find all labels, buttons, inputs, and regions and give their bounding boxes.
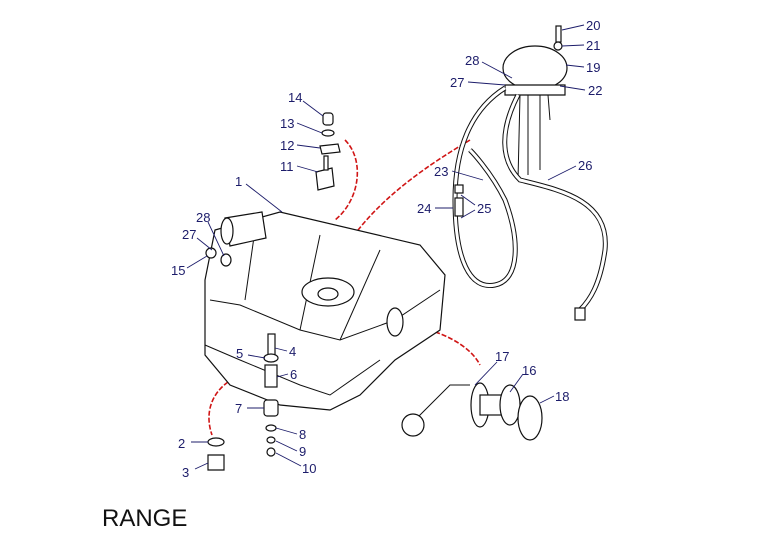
callout-22: 22 xyxy=(588,83,602,98)
callout-14: 14 xyxy=(288,90,302,105)
diagram-caption: RANGE xyxy=(102,505,188,532)
callout-15: 15 xyxy=(171,263,185,278)
callout-27-pump: 27 xyxy=(450,75,464,90)
callout-8: 8 xyxy=(299,427,306,442)
callout-7: 7 xyxy=(235,401,242,416)
callout-2: 2 xyxy=(178,436,185,451)
callout-28-pump: 28 xyxy=(465,53,479,68)
callout-20: 20 xyxy=(586,18,600,33)
fuel-tank xyxy=(204,211,446,411)
level-sender xyxy=(401,382,543,441)
callout-16: 16 xyxy=(522,363,536,378)
pump-assembly xyxy=(452,25,608,321)
callout-24: 24 xyxy=(417,201,431,216)
callout-3: 3 xyxy=(182,465,189,480)
callout-6: 6 xyxy=(290,367,297,382)
callout-10: 10 xyxy=(302,461,316,476)
callout-19: 19 xyxy=(586,60,600,75)
callout-26: 26 xyxy=(578,158,592,173)
callout-11: 11 xyxy=(280,159,294,174)
callout-28-tank: 28 xyxy=(196,210,210,225)
callout-25: 25 xyxy=(477,201,491,216)
callout-9: 9 xyxy=(299,444,306,459)
callout-17: 17 xyxy=(495,349,509,364)
callout-labels: 1 2 3 4 5 6 7 8 9 10 11 12 13 14 15 16 1… xyxy=(171,18,602,480)
callout-1: 1 xyxy=(235,174,242,189)
callout-4: 4 xyxy=(289,344,296,359)
callout-12: 12 xyxy=(280,138,294,153)
callout-23: 23 xyxy=(434,164,448,179)
callout-13: 13 xyxy=(280,116,294,131)
callout-5: 5 xyxy=(236,346,243,361)
callout-27-tank: 27 xyxy=(182,227,196,242)
callout-21: 21 xyxy=(586,38,600,53)
callout-18: 18 xyxy=(555,389,569,404)
leader-lines xyxy=(186,24,586,470)
